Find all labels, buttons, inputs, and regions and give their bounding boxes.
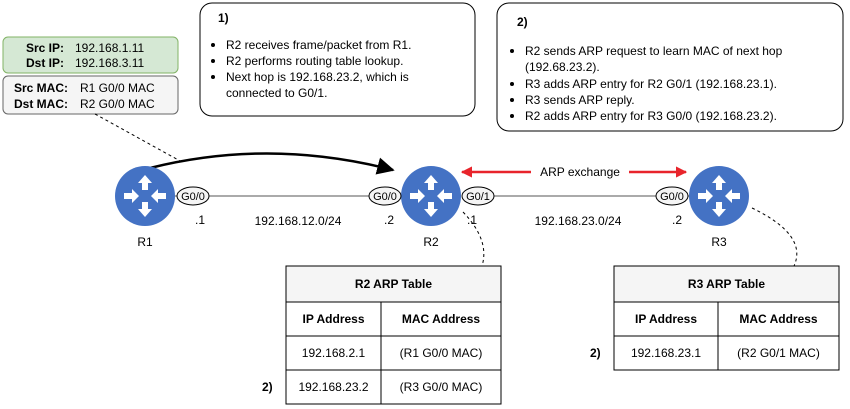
src-ip-label: Src IP: (26, 41, 64, 55)
r2-arp-table: R2 ARP Table IP Address MAC Address 192.… (285, 265, 502, 405)
arp-exchange-label: ARP exchange (540, 165, 620, 179)
src-mac-label: Src MAC: (14, 81, 68, 95)
interface-r3-g00: G0/0 (655, 186, 689, 206)
router-r1-name: R1 (137, 235, 153, 249)
interface-r2-g00: G0/0 (368, 186, 402, 206)
r2-row-2-mac: (R3 G0/0 MAC) (400, 380, 483, 394)
svg-text:G0/0: G0/0 (660, 191, 684, 203)
note-1-item-3-line-2: connected to G0/1. (226, 86, 327, 100)
note-2-item-1-line-1: R2 sends ARP request to learn MAC of nex… (525, 44, 783, 58)
r1-host-id: .1 (195, 213, 205, 227)
packet-flow-arrow (149, 152, 395, 175)
r2-row-2-ip: 192.168.23.2 (298, 380, 368, 394)
note-1-item-2: R2 performs routing table lookup. (226, 54, 403, 68)
note-1-item-3-line-1: Next hop is 192.168.23.2, which is (226, 70, 409, 84)
note-2-item-2: R3 adds ARP entry for R2 G0/1 (192.168.2… (525, 77, 777, 91)
r3-row-1-ip: 192.168.23.1 (631, 346, 701, 360)
dst-ip-value: 192.168.3.11 (75, 56, 145, 70)
router-icon (689, 166, 749, 226)
note-box-2: 2) R2 sends ARP request to learn MAC of … (496, 2, 844, 132)
note-2-item-4: R2 adds ARP entry for R3 G0/0 (192.168.2… (525, 109, 777, 123)
note-2-bullet-2 (510, 82, 514, 86)
router-r3-name: R3 (711, 235, 727, 249)
svg-text:G0/0: G0/0 (181, 191, 205, 203)
r3-col-ip-header: IP Address (635, 312, 697, 326)
interface-r2-g01: G0/1 (461, 186, 495, 206)
network-label-right: 192.168.23.0/24 (535, 214, 622, 228)
mac-header-box (2, 75, 179, 115)
router-r3[interactable] (689, 166, 749, 226)
svg-text:G0/1: G0/1 (466, 191, 490, 203)
r2-g00-host-id: .2 (384, 213, 394, 227)
note-1-item-1: R2 receives frame/packet from R1. (226, 38, 411, 52)
network-label-left: 192.168.12.0/24 (255, 214, 342, 228)
r2-row-1-ip: 192.168.2.1 (302, 346, 366, 360)
note-2-bullet-1 (510, 49, 514, 53)
r3-col-mac-header: MAC Address (739, 312, 818, 326)
r2-row-2-step: 2) (262, 380, 273, 394)
note-1-step: 1) (218, 11, 229, 25)
note-2-item-3: R3 sends ARP reply. (525, 93, 635, 107)
src-ip-value: 192.168.1.11 (75, 41, 145, 55)
src-mac-value: R1 G0/0 MAC (80, 81, 155, 95)
router-r1[interactable] (115, 166, 175, 226)
note-box-1: 1) R2 receives frame/packet from R1. R2 … (199, 2, 476, 117)
router-icon (401, 166, 461, 226)
note-1-bullet-3 (211, 75, 215, 79)
router-icon (115, 166, 175, 226)
note-1-bullet-1 (211, 43, 215, 47)
router-r2[interactable] (401, 166, 461, 226)
r3-arp-table: R3 ARP Table IP Address MAC Address 192.… (613, 265, 840, 371)
r3-row-1-mac: (R2 G0/1 MAC) (737, 346, 820, 360)
r2-row-1-mac: (R1 G0/0 MAC) (400, 346, 483, 360)
dst-mac-value: R2 G0/0 MAC (80, 97, 155, 111)
note-1-bullet-2 (211, 59, 215, 63)
interface-r1-g00: G0/0 (176, 186, 210, 206)
r2-table-connector (462, 211, 485, 267)
router-r2-name: R2 (423, 235, 439, 249)
svg-text:G0/0: G0/0 (373, 191, 397, 203)
r3-row-1-step: 2) (590, 346, 601, 360)
r2-arp-table-title: R2 ARP Table (355, 277, 432, 291)
r2-g01-host-id: .1 (467, 213, 477, 227)
note-2-item-1-line-2: (192.68.23.2). (525, 60, 600, 74)
note-2-bullet-3 (510, 98, 514, 102)
r3-table-connector (751, 207, 798, 267)
r3-arp-table-title: R3 ARP Table (688, 277, 765, 291)
packet-header: Src IP: 192.168.1.11 Dst IP: 192.168.3.1… (2, 36, 179, 115)
ip-header-box (2, 36, 179, 74)
r3-host-id: .2 (672, 213, 682, 227)
note-2-step: 2) (517, 15, 528, 29)
r2-col-ip-header: IP Address (302, 312, 364, 326)
packet-connector-line (94, 113, 183, 163)
dst-mac-label: Dst MAC: (14, 97, 68, 111)
note-2-bullet-4 (510, 114, 514, 118)
dst-ip-label: Dst IP: (26, 56, 64, 70)
r2-col-mac-header: MAC Address (402, 312, 481, 326)
